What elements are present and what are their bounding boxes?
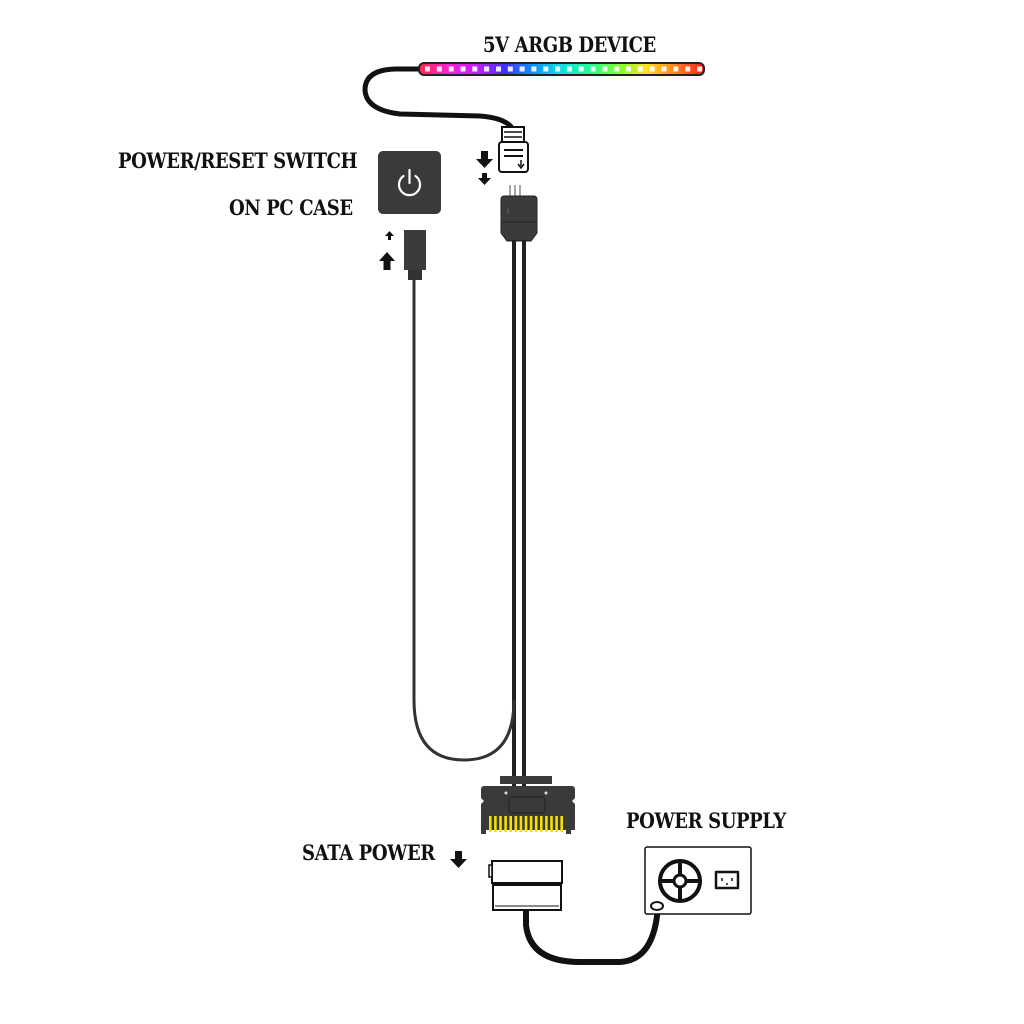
sata-pin [524, 816, 528, 832]
sata-pin [519, 816, 523, 832]
switch-label-line2: ON PC CASE [229, 195, 353, 220]
argb-female-connector [498, 126, 529, 173]
sata-pin [555, 816, 558, 832]
sata-pin [550, 816, 553, 832]
led-dot [460, 66, 466, 72]
led-dot [566, 66, 572, 72]
argb-strip-cable [362, 66, 515, 131]
argb-device-label: 5V ARGB DEVICE [483, 32, 656, 57]
led-dot [555, 66, 561, 72]
led-dot [578, 66, 584, 72]
down-arrow-sata [450, 851, 467, 868]
led-dot [472, 66, 478, 72]
sata-pins [489, 816, 563, 832]
led-dots [425, 66, 702, 72]
sata-pin [534, 816, 538, 832]
power-reset-switch [378, 151, 441, 214]
sata-pin [509, 816, 512, 832]
sata-pin [504, 816, 507, 832]
sata-pin [560, 816, 563, 832]
sata-pin [499, 816, 502, 832]
sata-male-connector [481, 776, 575, 834]
led-dot [685, 66, 691, 72]
led-dot [614, 66, 620, 72]
power-supply-unit [644, 846, 752, 915]
led-dot [496, 66, 501, 72]
led-dot [649, 66, 655, 72]
down-arrows-argb [476, 151, 493, 185]
led-dot [484, 66, 490, 72]
switch-label-line1: POWER/RESET SWITCH [118, 148, 358, 173]
argb-male-connector [500, 185, 538, 242]
led-dot [519, 66, 525, 72]
led-dot [425, 66, 430, 72]
led-dot [531, 66, 537, 72]
led-dot [626, 66, 631, 72]
sata-pin [494, 816, 497, 832]
led-dot [448, 66, 454, 72]
sata-power-label: SATA POWER [302, 840, 435, 865]
led-dot [543, 66, 549, 72]
led-dot [590, 66, 596, 72]
fan-icon [658, 859, 702, 903]
sata-pin [489, 816, 492, 832]
led-dot [602, 66, 608, 72]
ac-socket-icon [714, 870, 740, 890]
power-icon [397, 168, 422, 197]
led-dot [697, 66, 702, 72]
led-dot [673, 66, 679, 72]
sata-pin [529, 816, 533, 832]
power-supply-label: POWER SUPPLY [626, 808, 786, 833]
argb-led-strip [418, 62, 705, 76]
psu-cable [523, 904, 661, 965]
sata-pin [540, 816, 543, 832]
led-dot [637, 66, 643, 72]
sata-female-connector [488, 860, 563, 911]
switch-connector [404, 230, 426, 280]
psu-cable-grommet [650, 901, 664, 911]
up-arrows-switch [379, 231, 395, 270]
sata-pin [514, 816, 518, 832]
led-dot [507, 66, 513, 72]
led-dot [436, 66, 442, 72]
led-dot [661, 66, 667, 72]
sata-pin [545, 816, 548, 832]
switch-cable [412, 280, 516, 762]
